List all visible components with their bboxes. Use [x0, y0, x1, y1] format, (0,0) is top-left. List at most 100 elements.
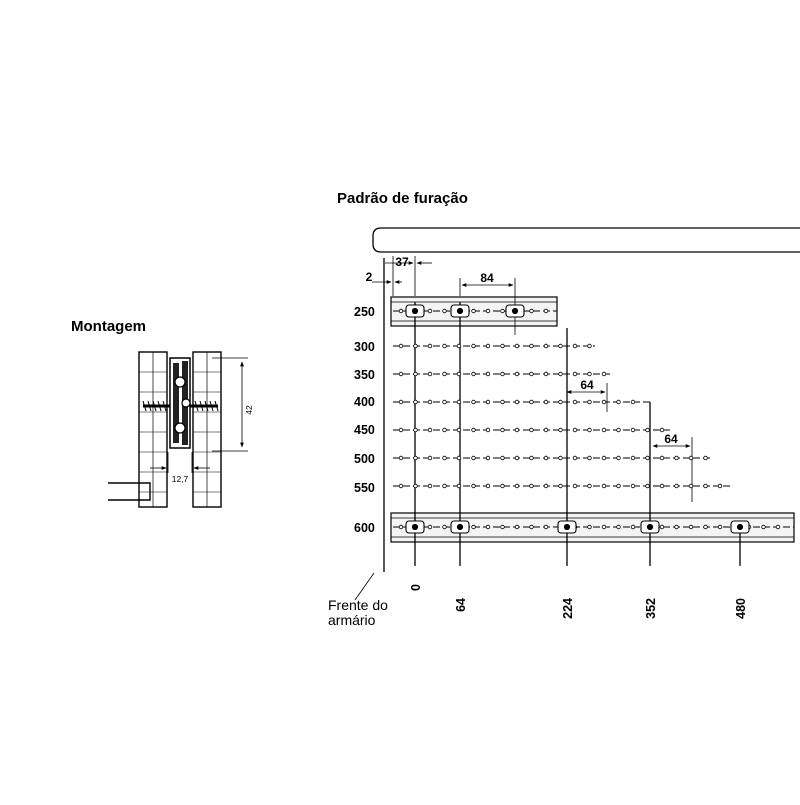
- hole-mark: [471, 343, 476, 349]
- hole-mark: [471, 371, 476, 377]
- dim-pitch-64-b-label: 64: [664, 432, 678, 446]
- hole-mark: [543, 399, 549, 405]
- hole-mark: [471, 308, 476, 314]
- hole-mark: [485, 455, 491, 461]
- hole-mark: [601, 371, 607, 377]
- dim-pitch-84-label: 84: [480, 271, 494, 285]
- mounting-hole: [563, 523, 571, 531]
- hole-mark: [500, 455, 505, 461]
- front-label-line1: Frente do: [328, 597, 388, 613]
- rail-profile: [169, 357, 191, 449]
- hole-mark: [601, 483, 607, 489]
- hole-mark: [630, 399, 636, 405]
- hole-mark: [543, 371, 549, 377]
- hole-mark: [413, 371, 418, 377]
- hole-mark: [688, 483, 694, 489]
- hole-mark: [485, 399, 491, 405]
- row-label-600: 600: [354, 521, 375, 535]
- hole-mark: [529, 371, 534, 377]
- hole-mark: [529, 483, 534, 489]
- hole-mark: [471, 483, 476, 489]
- mounting-hole: [456, 307, 464, 315]
- hole-mark: [674, 455, 679, 461]
- hole-mark: [645, 455, 650, 461]
- row-label-500: 500: [354, 452, 375, 466]
- hole-mark: [587, 483, 592, 489]
- hole-mark: [442, 308, 447, 314]
- hole-mark: [500, 343, 505, 349]
- hole-mark: [572, 343, 578, 349]
- hole-mark: [529, 343, 534, 349]
- hole-mark: [413, 399, 418, 405]
- hole-mark: [543, 308, 549, 314]
- hole-mark: [413, 455, 418, 461]
- hole-mark: [659, 427, 665, 433]
- hole-mark: [572, 371, 578, 377]
- hole-mark: [659, 524, 665, 530]
- hole-mark: [572, 455, 578, 461]
- dim-setback-label: 37: [395, 255, 409, 269]
- hole-mark: [514, 483, 520, 489]
- hole-mark: [558, 399, 563, 405]
- hole-mark: [543, 427, 549, 433]
- cabinet-top: [372, 227, 800, 253]
- hole-mark: [558, 427, 563, 433]
- height-dimension: [212, 357, 248, 452]
- hole-mark: [427, 343, 433, 349]
- hole-mark: [587, 524, 592, 530]
- hole-mark: [630, 427, 636, 433]
- width-dimension: [150, 452, 210, 473]
- hole-mark: [398, 343, 404, 349]
- hole-mark: [413, 343, 418, 349]
- hole-mark: [587, 371, 592, 377]
- hole-mark: [761, 524, 766, 530]
- hole-mark: [427, 483, 433, 489]
- hole-mark: [413, 427, 418, 433]
- hole-mark: [616, 455, 621, 461]
- hole-mark: [529, 427, 534, 433]
- hole-mark: [442, 524, 447, 530]
- hole-mark: [427, 308, 433, 314]
- mounting-title: Montagem: [71, 318, 146, 335]
- mounting-hole: [511, 307, 519, 315]
- hole-mark: [674, 483, 679, 489]
- hole-mark: [558, 371, 563, 377]
- hole-mark: [558, 483, 563, 489]
- dim-edge-label: 2: [366, 270, 373, 284]
- hole-mark: [442, 343, 447, 349]
- row-label-300: 300: [354, 340, 375, 354]
- mounting-hole: [456, 523, 464, 531]
- hole-mark: [500, 371, 505, 377]
- hole-mark: [630, 524, 636, 530]
- hole-mark: [616, 524, 621, 530]
- position-label-480: 480: [734, 598, 748, 619]
- hole-mark: [398, 483, 404, 489]
- hole-mark: [456, 483, 462, 489]
- hole-mark: [398, 308, 404, 314]
- hole-mark: [645, 427, 650, 433]
- hole-mark: [398, 455, 404, 461]
- hole-mark: [558, 455, 563, 461]
- hole-mark: [703, 483, 708, 489]
- front-leader: [354, 572, 375, 601]
- hole-mark: [442, 399, 447, 405]
- hole-mark: [442, 371, 447, 377]
- hole-mark: [427, 399, 433, 405]
- drawer-bottom: [108, 482, 151, 501]
- hole-mark: [485, 343, 491, 349]
- mounting-section: [108, 351, 248, 508]
- hole-mark: [427, 524, 433, 530]
- hole-mark: [659, 483, 665, 489]
- mounting-hole: [411, 307, 419, 315]
- hole-mark: [456, 427, 462, 433]
- front-label-line2: armário: [328, 612, 376, 628]
- hole-mark: [442, 427, 447, 433]
- hole-mark: [616, 483, 621, 489]
- hole-mark: [485, 427, 491, 433]
- hole-mark: [398, 371, 404, 377]
- hole-mark: [688, 455, 694, 461]
- position-label-352: 352: [644, 598, 658, 619]
- mounting-hole: [411, 523, 419, 531]
